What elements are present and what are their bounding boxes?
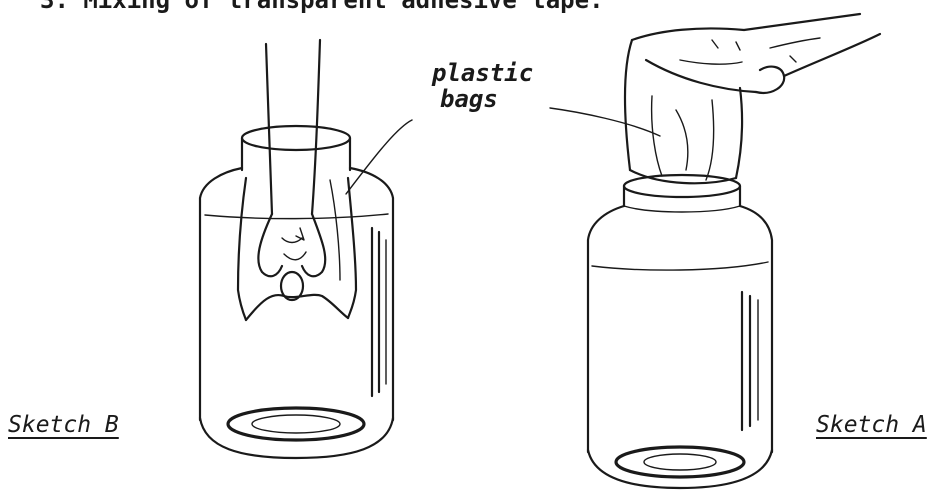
jar-b-neck — [242, 126, 350, 170]
plastic-bags-label: plastic bags — [432, 60, 533, 112]
sketch-a-caption: Sketch A — [816, 412, 927, 438]
plastic-bags-label-line1: plastic — [432, 60, 533, 86]
bag-a — [625, 40, 742, 183]
leader-line-b — [346, 120, 412, 194]
sketch-b-drawing — [200, 40, 412, 458]
hand-b — [258, 40, 325, 300]
leader-line-a — [550, 108, 660, 136]
jar-a-body — [588, 206, 772, 488]
hand-a — [632, 14, 880, 93]
sketch-b-caption: Sketch B — [8, 412, 119, 438]
plastic-bags-label-line2: bags — [432, 86, 533, 112]
jar-b-body — [200, 168, 393, 458]
